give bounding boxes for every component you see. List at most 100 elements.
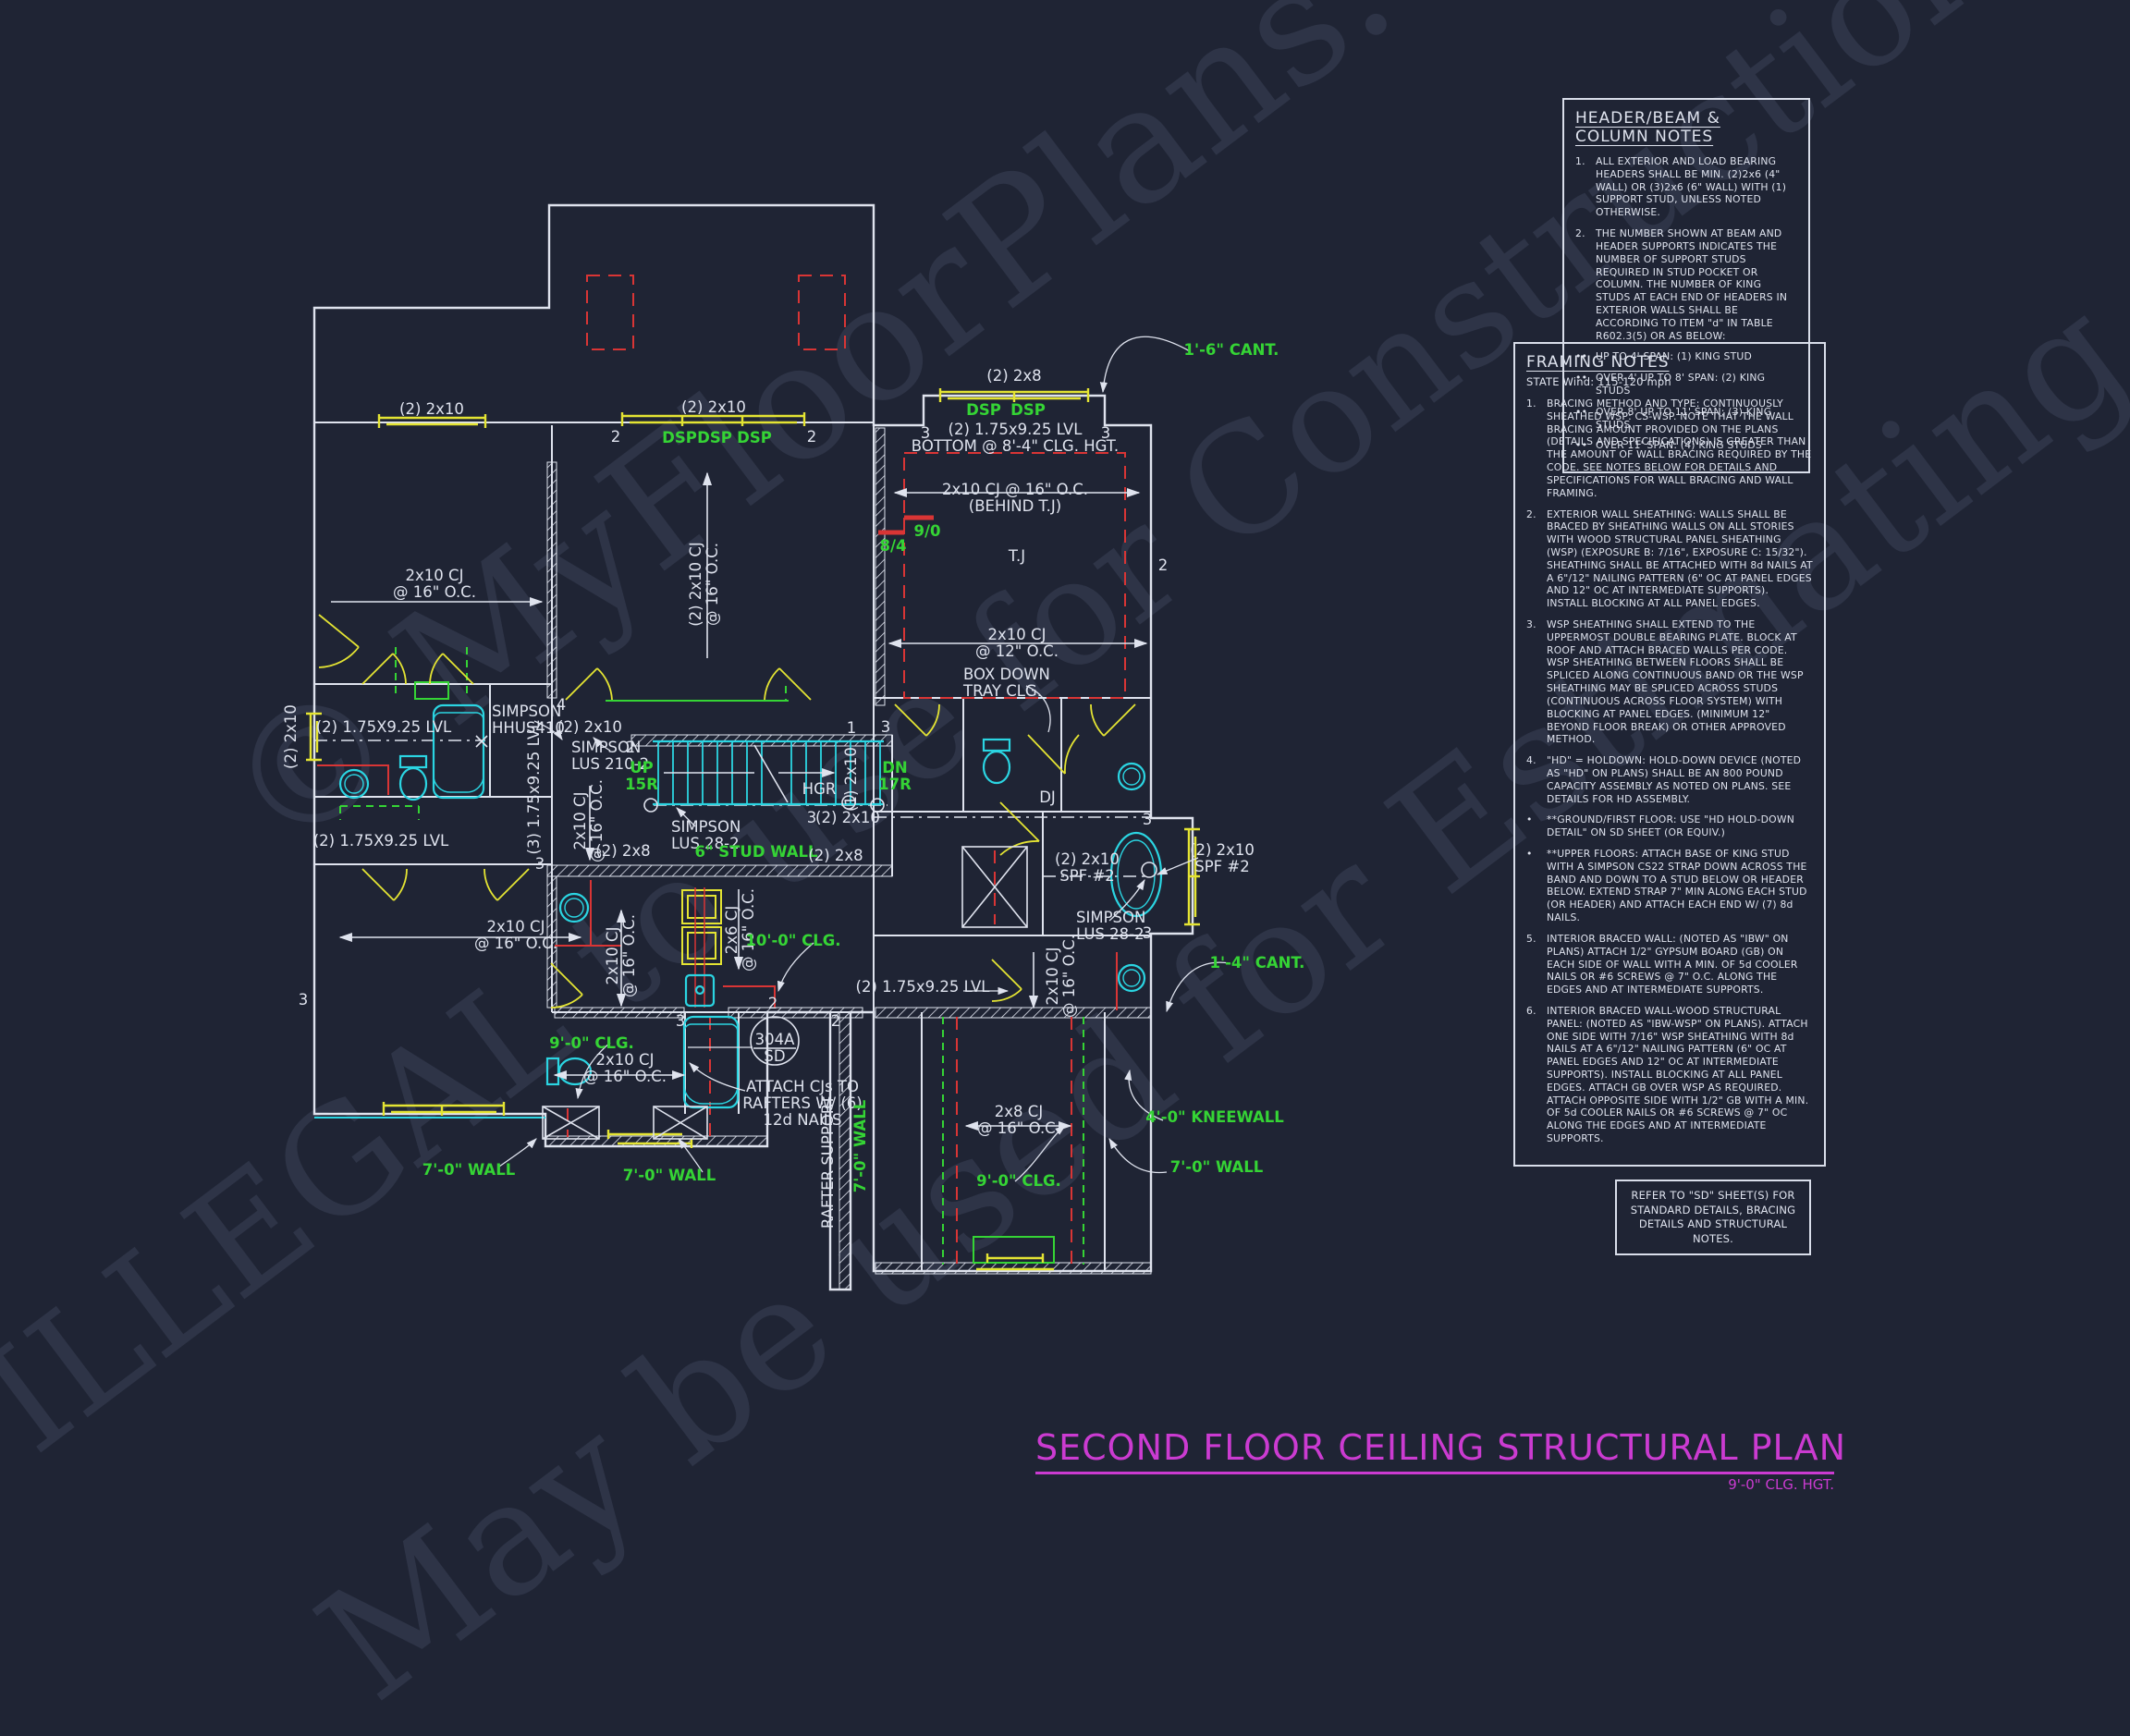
shower-pan xyxy=(684,973,716,1008)
red-layer xyxy=(317,275,1126,1265)
plan-label: 2x10 CJ@ 16" O.C. xyxy=(393,567,476,601)
plan-label: 2 xyxy=(807,428,817,446)
plan-label: (1) 2x10 xyxy=(842,747,860,812)
plan-label: 2x6 CJ@ 16" O.C. xyxy=(723,888,757,972)
note-item: ••OVER 11' SPAN: (4) KING STUDS xyxy=(1575,439,1762,452)
plan-label: 1'-4" CANT. xyxy=(1210,954,1305,972)
hanger-circles xyxy=(475,735,1157,878)
note-item: ••OVER 4' UP TO 8' SPAN: (2) KING STUDS xyxy=(1575,372,1766,397)
dimension-lines xyxy=(331,471,1148,1131)
detail-callout-circle xyxy=(750,1016,800,1066)
cabinet-boxes xyxy=(681,889,722,965)
plan-label: 9'-0" CLG. xyxy=(976,1172,1061,1190)
plan-label: 7'-0" WALL xyxy=(623,1167,716,1184)
plan-label: 4 xyxy=(557,696,567,714)
note-item: 4."HD" = HOLDOWN: HOLD-DOWN DEVICE (NOTE… xyxy=(1526,754,1802,805)
sheet-title: SECOND FLOOR CEILING STRUCTURAL PLAN xyxy=(1035,1427,1845,1474)
sd-reference-note: REFER TO "SD" SHEET(S) FOR STANDARD DETA… xyxy=(1615,1180,1811,1256)
bathtub-inner xyxy=(433,712,484,793)
note-item: 5.INTERIOR BRACED WALL: (NOTED AS "IBW" … xyxy=(1526,932,1798,996)
plan-label: RAFTER SUPPORT xyxy=(819,1094,837,1229)
toilet-fixture xyxy=(398,754,428,801)
plan-label: 2x10 CJ@ 16" O.C. xyxy=(1044,935,1078,1018)
plan-label: 3 xyxy=(535,855,545,873)
window-header xyxy=(306,388,1200,1271)
exterior-walls xyxy=(312,203,1194,1291)
framing-notes-subtitle: STATE Wind: 115-120 mph xyxy=(1526,375,1671,388)
note-item: 1.BRACING METHOD AND TYPE: CONTINUOUSLY … xyxy=(1526,397,1812,499)
plan-label: (2) 2x10 xyxy=(681,398,746,416)
plan-label: 2x8 CJ@ 16" O.C. xyxy=(977,1103,1060,1137)
plan-label: 2 xyxy=(768,995,778,1012)
plan-label: (2) 2x10 xyxy=(557,718,622,736)
note-item: ••OVER 8' UP TO 11' SPAN: (3) KING STUDS xyxy=(1575,405,1772,431)
door-arc xyxy=(318,614,1136,1009)
sink-fixture xyxy=(558,892,590,923)
bathtub-inner xyxy=(683,1023,739,1105)
sink-fixture xyxy=(1117,963,1146,993)
plan-label: (2) 1.75X9.25 LVL xyxy=(313,832,449,850)
note-item: •**UPPER FLOORS: ATTACH BASE OF KING STU… xyxy=(1526,848,1807,924)
note-item: 1.ALL EXTERIOR AND LOAD BEARING HEADERS … xyxy=(1575,155,1787,219)
plan-label: 2x10 CJ@ 16" O.C. xyxy=(474,918,557,952)
plan-label: 3 xyxy=(676,1012,686,1030)
plan-label: 2 xyxy=(831,1012,841,1030)
plan-label: 3 xyxy=(921,424,931,442)
white-details xyxy=(331,336,1230,1182)
plan-label: DSP xyxy=(1010,401,1046,419)
plan-label: 1'-6" CANT. xyxy=(1184,341,1279,359)
framing-notes-box: FRAMING NOTES STATE Wind: 115-120 mph 1.… xyxy=(1513,342,1826,1167)
plan-label: DSP xyxy=(737,429,772,446)
plan-label: 2x10 CJ @ 16" O.C.(BEHIND T.J) xyxy=(942,481,1088,515)
plan-label: 2x10 CJ@ 16" O.C. xyxy=(604,914,638,997)
plan-label: 3 xyxy=(807,809,817,826)
plan-label: (2) 2x10 xyxy=(282,704,300,769)
plan-label: (3) 1.75x9.25 LVL xyxy=(525,720,543,855)
sink-fixture xyxy=(1117,762,1146,791)
plan-label: 1 xyxy=(847,719,857,737)
plan-label: 8/4 xyxy=(880,537,907,555)
plan-label: T.J xyxy=(1008,547,1025,565)
plan-label: 7'-0" WALL xyxy=(1170,1158,1264,1176)
plan-label: 2 xyxy=(626,739,636,756)
note-item: 6.INTERIOR BRACED WALL-WOOD STRUCTURAL P… xyxy=(1526,1004,1809,1145)
sheet-subtitle: 9'-0" CLG. HGT. xyxy=(1728,1476,1834,1493)
plan-label: (2) 2x8 xyxy=(595,842,650,860)
leader-lines xyxy=(498,336,1230,1182)
sink-fixture xyxy=(338,768,370,800)
framing-notes-title: FRAMING NOTES xyxy=(1526,353,1670,372)
plan-label: 9'-0" CLG. xyxy=(549,1034,634,1052)
plan-label: 3 xyxy=(299,991,309,1009)
oval-tub-fixture xyxy=(1109,831,1163,918)
chimney-box xyxy=(798,275,846,350)
note-item: •**GROUND/FIRST FLOOR: USE "HD HOLD-DOWN… xyxy=(1526,813,1794,839)
plan-label: 10'-0" CLG. xyxy=(745,932,840,949)
fireplace-box xyxy=(973,1236,1055,1264)
plan-label: 2x10 CJ@ 12" O.C. xyxy=(975,626,1059,660)
tray-ceiling-outline xyxy=(903,452,1126,699)
cabinet-red-lines xyxy=(694,887,705,1008)
plan-label: 7'-0" WALL xyxy=(851,1099,869,1192)
note-item: 3.WSP SHEATHING SHALL EXTEND TO THE UPPE… xyxy=(1526,618,1804,746)
ceiling-step-symbol xyxy=(878,515,934,535)
plan-label: (2) 2x8 xyxy=(808,847,863,864)
plan-label: DSP xyxy=(966,401,1001,419)
plan-label: DSP xyxy=(697,429,732,446)
plan-label: (2) 2x10 xyxy=(815,809,880,826)
plan-label: 3 xyxy=(1143,924,1153,942)
plan-label: 6" STUD WALL xyxy=(694,843,818,861)
plan-label: 9/0 xyxy=(914,522,941,540)
green-layer xyxy=(339,647,1084,1265)
plan-label: DJ xyxy=(1039,789,1056,806)
plan-label: 3 xyxy=(1143,811,1153,828)
plan-label: 3 xyxy=(1101,424,1111,442)
